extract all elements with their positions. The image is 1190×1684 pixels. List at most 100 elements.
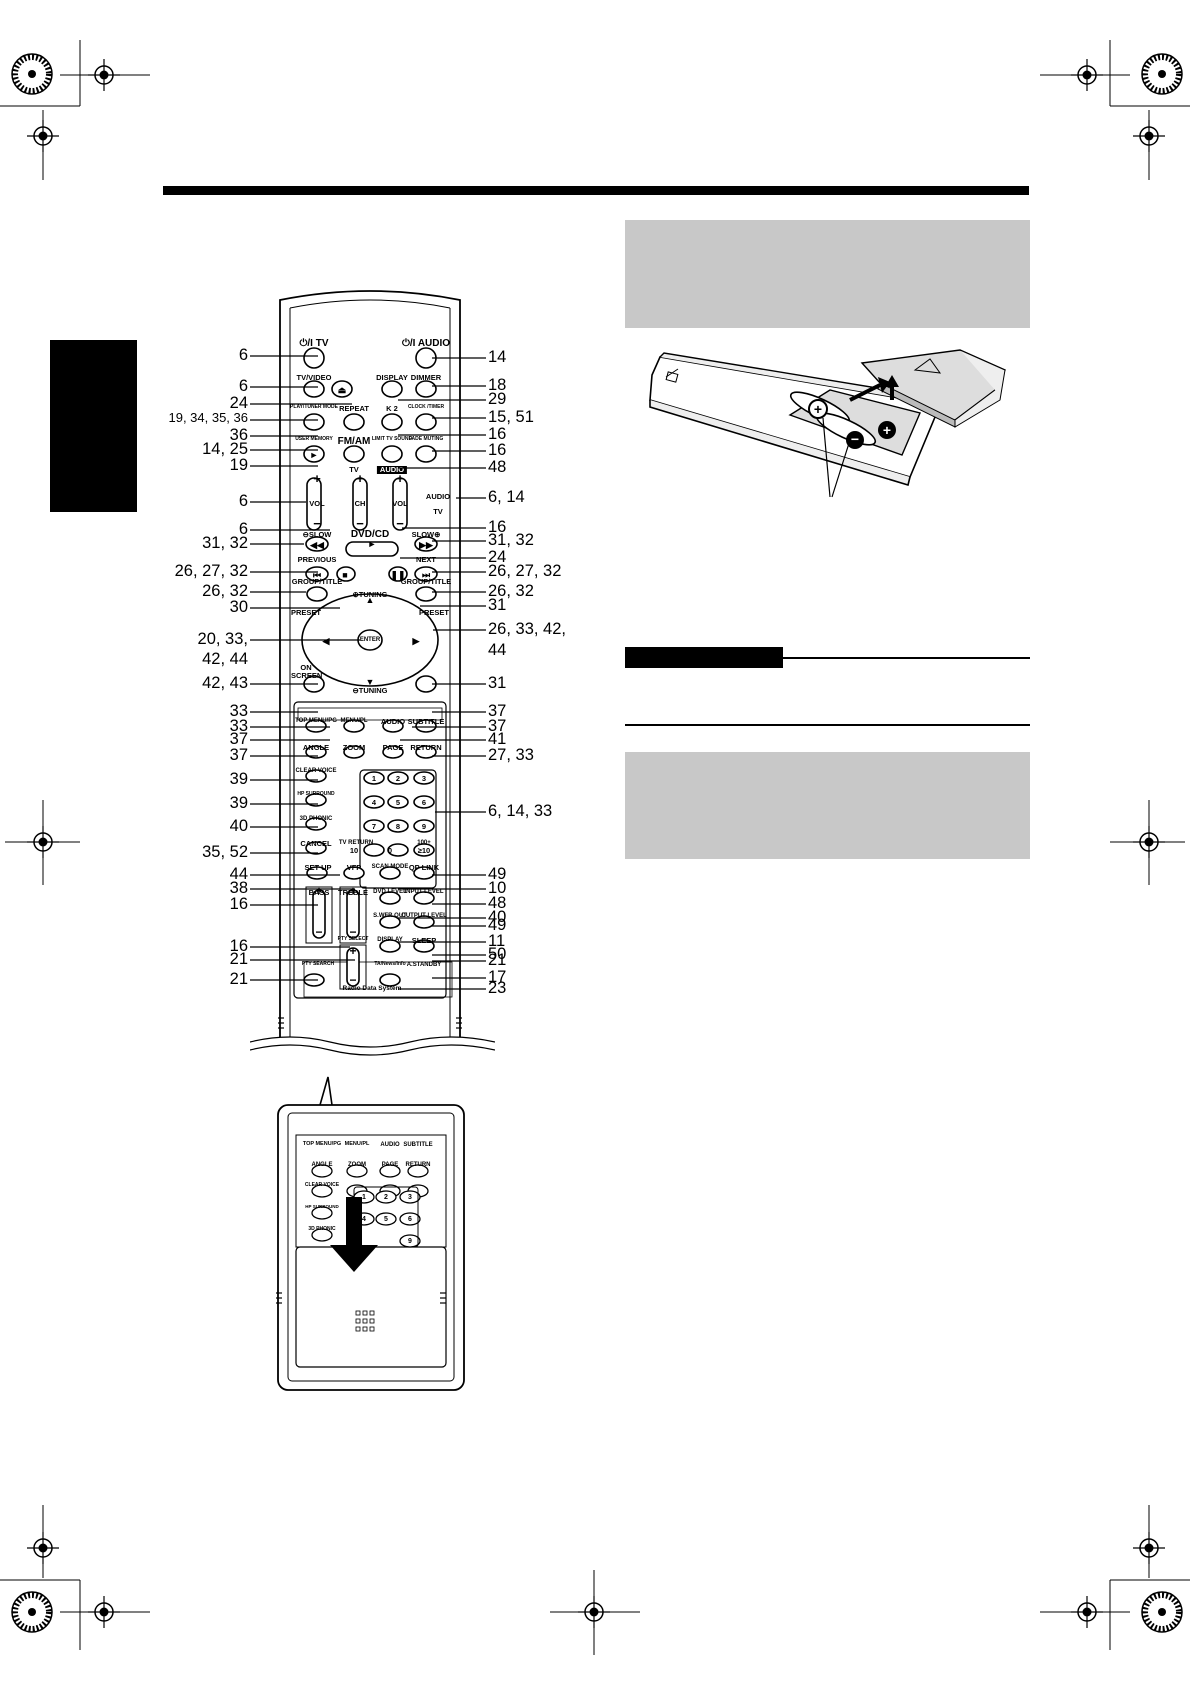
label-k2: K 2 — [386, 404, 398, 413]
label-vfp: VFP — [346, 863, 362, 872]
callout-left-0: 6 — [238, 346, 248, 364]
label-digit-4: 4 — [371, 798, 377, 807]
svg-text:▶: ▶ — [412, 636, 421, 646]
callout-right-18: 37 — [488, 717, 507, 735]
heading-box-bottom — [625, 752, 1030, 859]
svg-text:+: + — [313, 471, 321, 486]
label-digit-1: 1 — [371, 774, 377, 783]
callout-right-5: 16 — [488, 441, 507, 459]
svg-text:►: ► — [368, 539, 377, 549]
svg-text:−: − — [313, 516, 321, 531]
label-tv-switch: TV — [433, 507, 443, 516]
label-sleep: SLEEP — [411, 936, 437, 945]
label-limit-tv-sound: LIMIT TV SOUND — [371, 436, 413, 442]
label-fade-muting: FADE MUTING — [408, 436, 444, 442]
label-return: RETURN — [410, 743, 442, 752]
inset-digit-1: 1 — [362, 1194, 366, 1201]
svg-text:◀◀: ◀◀ — [309, 540, 325, 550]
label-digit-9: 9 — [421, 822, 427, 831]
callout-left-12: 30 — [229, 598, 248, 616]
callout-right-31: 23 — [488, 979, 507, 997]
label-scan-mode: SCAN MODE — [371, 864, 409, 870]
label-zero: 0 — [387, 846, 393, 855]
callout-left-15: 42, 43 — [202, 674, 248, 692]
inset-label-zoom: ZOOM — [348, 1162, 366, 1168]
svg-text:⏭: ⏭ — [422, 570, 431, 580]
callout-left-25: 38 — [229, 879, 248, 897]
label-audio-tag: AUDIO — [376, 466, 408, 474]
label-tv-tag: TV — [349, 465, 359, 474]
label-ta-news-info: TA/News/Info — [374, 961, 406, 967]
label-vol-left: VOL — [309, 499, 325, 508]
svg-text:+: + — [349, 884, 356, 898]
callout-right-16: 31 — [488, 674, 507, 692]
callout-right-22: 49 — [488, 865, 507, 883]
callout-left-18: 37 — [229, 730, 248, 748]
inset-digit-5: 5 — [384, 1216, 388, 1223]
label-qp-link: QP LINK — [408, 863, 440, 872]
inset-label-subtitle: SUBTITLE — [403, 1142, 433, 1148]
inset-label-top-menu: TOP MENU/PG — [302, 1141, 342, 1147]
label-group-title-left: GROUP/TITLE — [291, 577, 343, 586]
label-audio: AUDIO — [380, 717, 406, 726]
svg-text:+: + — [356, 471, 364, 486]
label-tuning-down: ⊖TUNING — [352, 686, 388, 695]
callout-left-4: 36 — [229, 426, 248, 444]
label-digit-6: 6 — [421, 798, 427, 807]
label-output-level: OUTPUT LEVEL — [401, 913, 447, 919]
label-input-level: INPUT LEVEL — [404, 889, 444, 895]
callout-right-10: 24 — [488, 548, 507, 566]
label-tv-video: TV/VIDEO — [296, 373, 332, 382]
callout-right-11: 26, 27, 32 — [488, 562, 562, 580]
label-menu-pl: MENU/PL — [340, 718, 368, 724]
label-digit-3: 3 — [421, 774, 427, 783]
callout-right-21: 6, 14, 33 — [488, 802, 553, 820]
label-tv-return: TV RETURN — [338, 840, 374, 846]
label-digit-2: 2 — [395, 774, 401, 783]
label-pty-select: PTY SELECT — [337, 936, 369, 942]
label-on-screen: ON SCREEN — [291, 663, 323, 680]
inset-label-hp-surround: HP SURROUND — [305, 1204, 339, 1209]
callout-left-14: 42, 44 — [202, 650, 248, 668]
svg-text:⏮: ⏮ — [313, 570, 321, 580]
callout-left-26: 16 — [229, 895, 248, 913]
callout-left-2: 24 — [229, 394, 248, 412]
svg-text:−: − — [349, 973, 356, 987]
label-power-tv: ⏻/I TV — [299, 338, 329, 349]
callout-left-22: 40 — [229, 817, 248, 835]
label-ten: 10 — [349, 846, 359, 855]
label-ch: CH — [354, 499, 366, 508]
remote-door-inset — [276, 1076, 465, 1391]
label-100-plus: 100+ — [417, 840, 431, 846]
label-dvd-cd: DVD/CD — [350, 529, 390, 540]
svg-text:+: + — [396, 471, 404, 486]
svg-text:⏏: ⏏ — [338, 385, 347, 395]
svg-text:►: ► — [310, 450, 319, 460]
callout-right-6: 48 — [488, 458, 507, 476]
callout-left-8: 6 — [238, 520, 248, 538]
callout-left-17: 33 — [229, 717, 248, 735]
section-tab — [50, 340, 137, 512]
inset-label-return: RETURN — [405, 1162, 431, 1168]
callout-left-21: 39 — [229, 794, 248, 812]
inset-label-page: PAGE — [381, 1162, 399, 1168]
label-angle: ANGLE — [302, 743, 330, 752]
label-dvd-level: DVD LEVEL — [373, 889, 407, 895]
callout-right-9: 31, 32 — [488, 531, 534, 549]
svg-text:+: + — [315, 884, 322, 898]
inset-label-angle: ANGLE — [311, 1162, 333, 1168]
callout-left-13: 20, 33, — [197, 630, 248, 648]
svg-text:−: − — [851, 431, 859, 447]
label-display: DISPLAY — [376, 373, 408, 382]
svg-text:+: + — [883, 422, 891, 438]
callout-right-29: 21 — [488, 951, 507, 969]
callout-right-15: 44 — [488, 641, 507, 659]
callout-right-14: 26, 33, 42, — [488, 620, 566, 638]
inset-digit-9: 9 — [408, 1238, 412, 1245]
callout-left-11: 26, 32 — [202, 582, 248, 600]
inset-label-3d-phonic: 3D PHONIC — [308, 1226, 336, 1232]
label-slow-right: SLOW⊕ — [411, 530, 441, 539]
callout-right-27: 11 — [488, 932, 506, 950]
label-treble: TREBLE — [338, 888, 368, 897]
callout-left-20: 39 — [229, 770, 248, 788]
